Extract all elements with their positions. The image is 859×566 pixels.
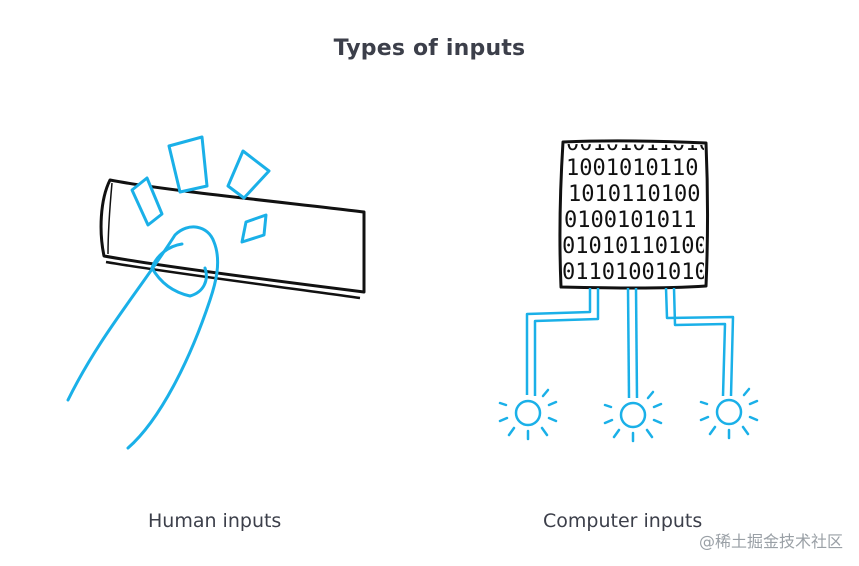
led-node-left [498,388,558,441]
impact-shards [130,135,271,244]
led-node-right [699,387,759,440]
binary-line: 0110100101010 [562,260,734,285]
binary-line: 1010110100 [568,182,700,207]
watermark-text: @稀土掘金技术社区 [698,532,843,551]
human-inputs-label: Human inputs [148,510,282,532]
chip-wires [525,287,735,399]
binary-line: 1001010110 [566,156,698,181]
led-node-middle [603,390,663,443]
diagram-title: Types of inputs [333,36,526,61]
binary-line: 0101011010010 [562,234,734,259]
binary-line: 0100101011 [564,208,696,233]
finger-illustration [66,225,220,450]
key-illustration [99,178,366,300]
computer-inputs-label: Computer inputs [543,510,703,532]
